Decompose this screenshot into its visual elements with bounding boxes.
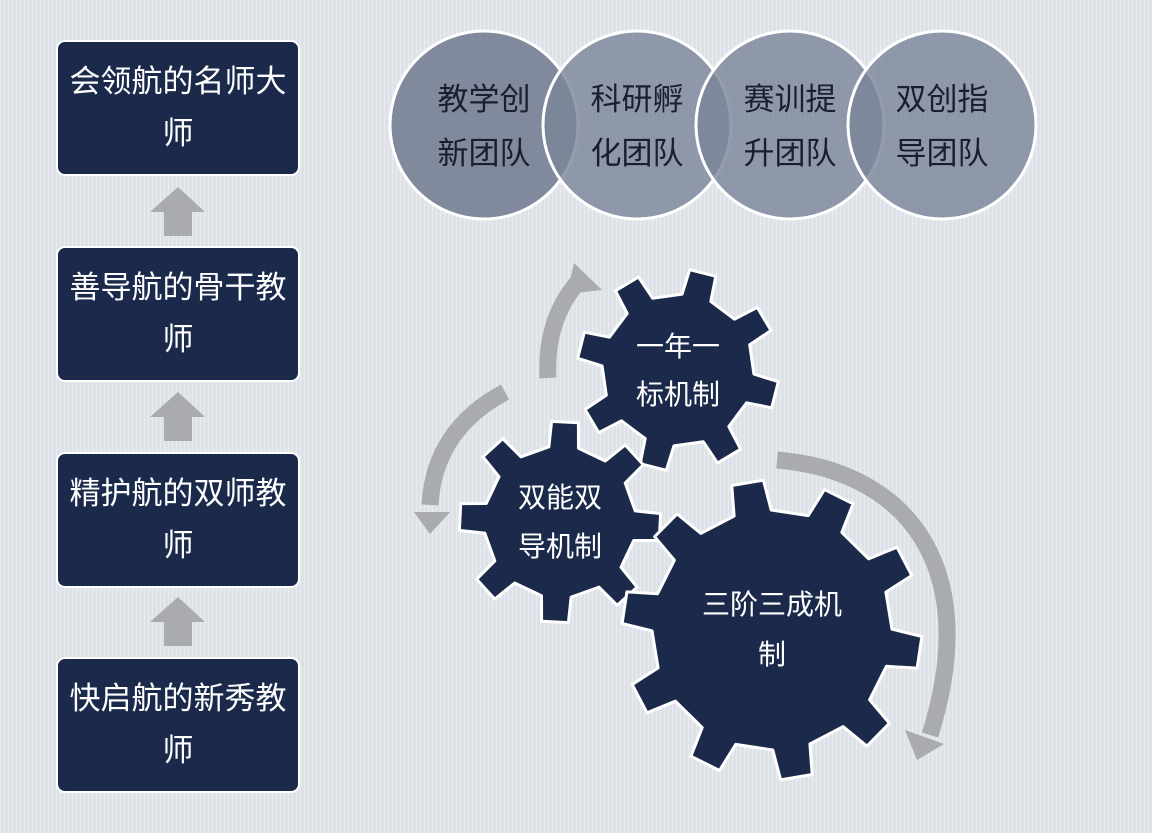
arrowhead-icon	[567, 263, 602, 294]
cycle-arrow-top	[539, 276, 585, 379]
stage-label-master: 会领航的名师大师	[69, 64, 287, 152]
cycle-arrow-left	[421, 384, 510, 506]
stage-box-novice: 快启航的新秀教师	[56, 657, 300, 793]
gear-annual	[576, 268, 780, 472]
gear-label-annual-line1: 一年一	[636, 330, 720, 363]
stage-label-novice: 快启航的新秀教师	[69, 681, 287, 769]
stage-label-dual-teacher: 精护航的双师教师	[69, 476, 287, 564]
team-label-innovation-line2: 导团队	[896, 136, 989, 172]
up-arrow-icon	[150, 187, 205, 236]
gear-three-stage	[620, 478, 924, 782]
stage-box-backbone: 善导航的骨干教师	[56, 246, 300, 382]
gear-label-three-stage-line2: 制	[758, 638, 786, 671]
team-label-competition-line1: 赛训提	[744, 82, 837, 118]
stage-box-master: 会领航的名师大师	[56, 40, 300, 176]
up-arrow-icon	[150, 597, 205, 646]
arrowhead-icon	[905, 730, 944, 760]
gear-group	[457, 268, 924, 782]
stage-box-dual-teacher: 精护航的双师教师	[56, 452, 300, 588]
up-arrow-icon	[150, 392, 205, 441]
team-label-teaching-line2: 新团队	[438, 136, 531, 172]
team-label-research-line2: 化团队	[591, 136, 684, 172]
gear-label-annual-line2: 标机制	[636, 378, 720, 411]
team-label-competition-line2: 升团队	[744, 136, 837, 172]
team-label-teaching-line1: 教学创	[438, 82, 531, 118]
gear-label-three-stage-line1: 三阶三成机	[702, 588, 842, 621]
stage-label-backbone: 善导航的骨干教师	[69, 270, 287, 358]
team-label-innovation-line1: 双创指	[896, 82, 989, 118]
gear-label-dual-line2: 导机制	[518, 530, 602, 563]
team-circle-innovation	[846, 29, 1038, 221]
cycle-arrow-right	[776, 451, 956, 738]
gear-label-dual-line1: 双能双	[518, 481, 602, 514]
team-label-research-line1: 科研孵	[591, 82, 684, 118]
arrowhead-icon	[414, 512, 450, 534]
